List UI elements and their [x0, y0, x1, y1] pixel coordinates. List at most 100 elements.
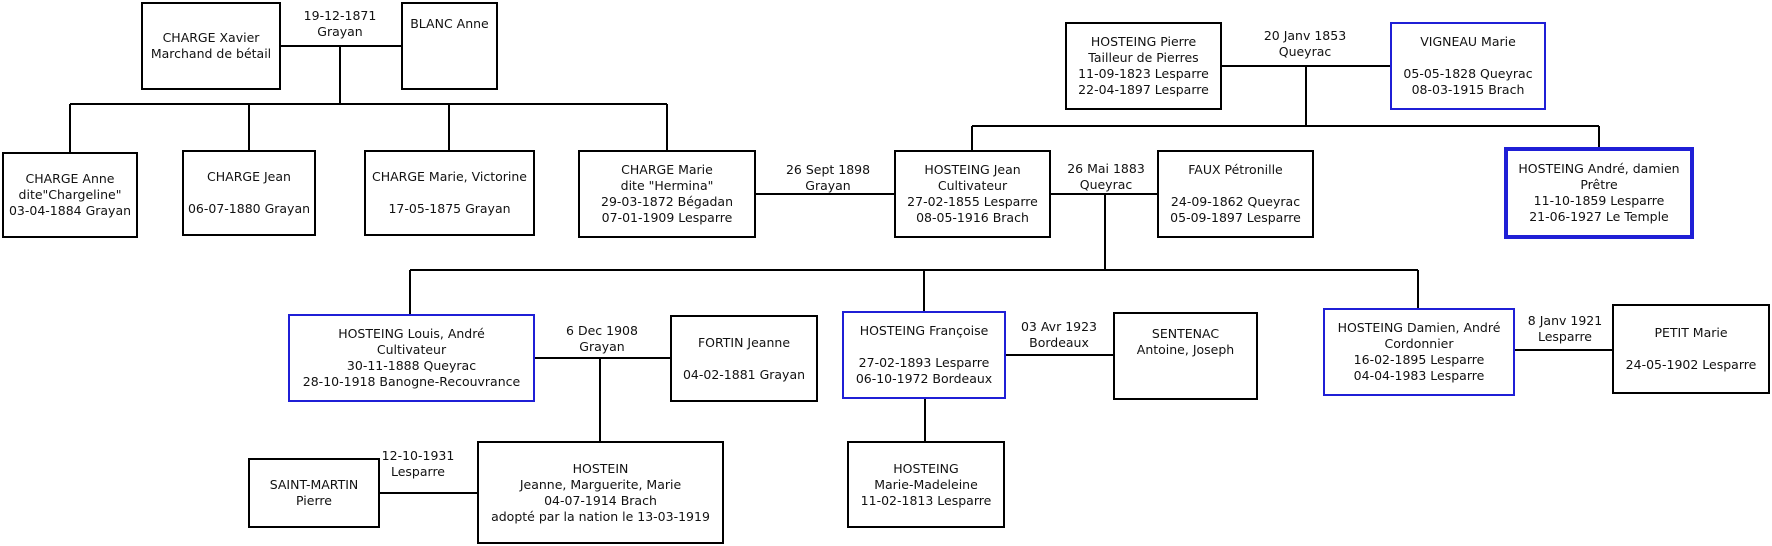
marriage-line: 19-12-1871	[303, 8, 377, 23]
person-fortin-jeanne[interactable]: FORTIN Jeanne 04-02-1881 Grayan	[670, 315, 818, 402]
person-line: 28-10-1918 Banogne-Recouvrance	[302, 374, 521, 389]
person-line: Jeanne, Marguerite, Marie	[519, 476, 682, 492]
person-charge-jean[interactable]: CHARGE Jean 06-07-1880 Grayan	[182, 150, 316, 236]
person-line: PETIT Marie	[1654, 325, 1728, 340]
person-line: 30-11-1888 Queyrac	[346, 358, 477, 373]
person-line: 27-02-1855 Lesparre	[907, 194, 1038, 209]
marriage-line: 6 Dec 1908	[566, 323, 638, 338]
person-line: 03-04-1884 Grayan	[8, 203, 132, 218]
person-line: Cultivateur	[937, 178, 1008, 193]
person-line: 24-05-1902 Lesparre	[1625, 357, 1757, 372]
person-blanc-anne[interactable]: BLANC Anne	[401, 2, 498, 90]
person-line: 07-01-1909 Lesparre	[601, 210, 733, 225]
marriage-line: Grayan	[317, 24, 363, 39]
person-line: Pierre	[296, 493, 332, 508]
person-line: 11-10-1859 Lesparre	[1533, 193, 1665, 208]
marriage-line: 20 Janv 1853	[1263, 28, 1347, 43]
person-line: 04-07-1914 Brach	[544, 492, 657, 508]
person-line: FORTIN Jeanne	[697, 334, 791, 350]
person-line: CHARGE Marie, Victorine	[371, 169, 527, 184]
marriage-line: Bordeaux	[1029, 335, 1089, 350]
person-line: 27-02-1893 Lesparre	[858, 355, 990, 370]
person-line: Marchand de bétail	[150, 46, 272, 61]
person-line: CHARGE Marie	[621, 162, 713, 177]
person-charge-marie-victorine[interactable]: CHARGE Marie, Victorine 17-05-1875 Grayan	[364, 150, 535, 236]
person-line: 21-06-1927 Le Temple	[1529, 209, 1669, 224]
person-line: FAUX Pétronille	[1188, 162, 1283, 177]
person-line: 11-09-1823 Lesparre	[1078, 66, 1209, 81]
person-line: SENTENAC	[1151, 326, 1220, 341]
person-petit-marie[interactable]: PETIT Marie 24-05-1902 Lesparre	[1612, 304, 1770, 394]
person-line: 06-07-1880 Grayan	[187, 201, 311, 216]
person-line: HOSTEING Jean	[924, 162, 1021, 177]
marriage-line: Lesparre	[1537, 329, 1593, 344]
person-line: HOSTEING Françoise	[859, 323, 989, 338]
marriage-line: 03 Avr 1923	[1020, 319, 1098, 334]
person-line: HOSTEIN	[572, 460, 629, 476]
person-line: dite "Hermina"	[620, 178, 714, 193]
marriage-line: 12-10-1931	[381, 448, 455, 463]
person-line: Antoine, Joseph	[1136, 342, 1235, 357]
person-line: CHARGE Jean	[207, 169, 291, 184]
marriage-line: 26 Mai 1883	[1067, 161, 1145, 176]
person-line: adopté par la nation le 13-03-1919	[491, 508, 710, 524]
marriage-line: Queyrac	[1278, 44, 1332, 59]
person-line: 16-02-1895 Lesparre	[1353, 352, 1485, 367]
person-line: Tailleur de Pierres	[1088, 50, 1199, 65]
marriage-line: 8 Janv 1921	[1527, 313, 1603, 328]
marriage-line: 26 Sept 1898	[785, 162, 871, 177]
marriage-line: Grayan	[805, 178, 851, 193]
marriage-line: Grayan	[579, 339, 625, 354]
person-line: 17-05-1875 Grayan	[388, 201, 511, 216]
person-line: Prêtre	[1580, 177, 1618, 192]
person-line: Cordonnier	[1384, 336, 1454, 351]
person-line: Marie-Madeleine	[874, 476, 978, 492]
person-line: 04-02-1881 Grayan	[682, 366, 806, 382]
person-line: SAINT-MARTIN	[269, 477, 359, 492]
person-line: 05-09-1897 Lesparre	[1170, 210, 1301, 225]
person-line: 24-09-1862 Queyrac	[1170, 194, 1301, 209]
person-line: HOSTEING	[893, 460, 959, 476]
person-line: HOSTEING Pierre	[1090, 34, 1197, 49]
marriage-line: Lesparre	[390, 464, 446, 479]
person-line: 08-03-1915 Brach	[1411, 82, 1525, 97]
marriage-line: Queyrac	[1079, 177, 1133, 192]
person-line: BLANC Anne	[410, 16, 489, 31]
person-line: HOSTEING Louis, André	[338, 326, 485, 341]
person-line: 29-03-1872 Bégadan	[601, 194, 733, 209]
person-line: 22-04-1897 Lesparre	[1078, 82, 1209, 97]
person-line: 11-02-1813 Lesparre	[860, 492, 992, 508]
person-line: CHARGE Anne	[25, 171, 115, 186]
person-line: HOSTEING André, damien	[1518, 161, 1680, 176]
person-line: Cultivateur	[376, 342, 447, 357]
person-line: VIGNEAU Marie	[1420, 34, 1516, 49]
person-line: 08-05-1916 Brach	[916, 210, 1029, 225]
person-line: 06-10-1972 Bordeaux	[855, 371, 993, 386]
person-line: HOSTEING Damien, André	[1337, 320, 1501, 335]
